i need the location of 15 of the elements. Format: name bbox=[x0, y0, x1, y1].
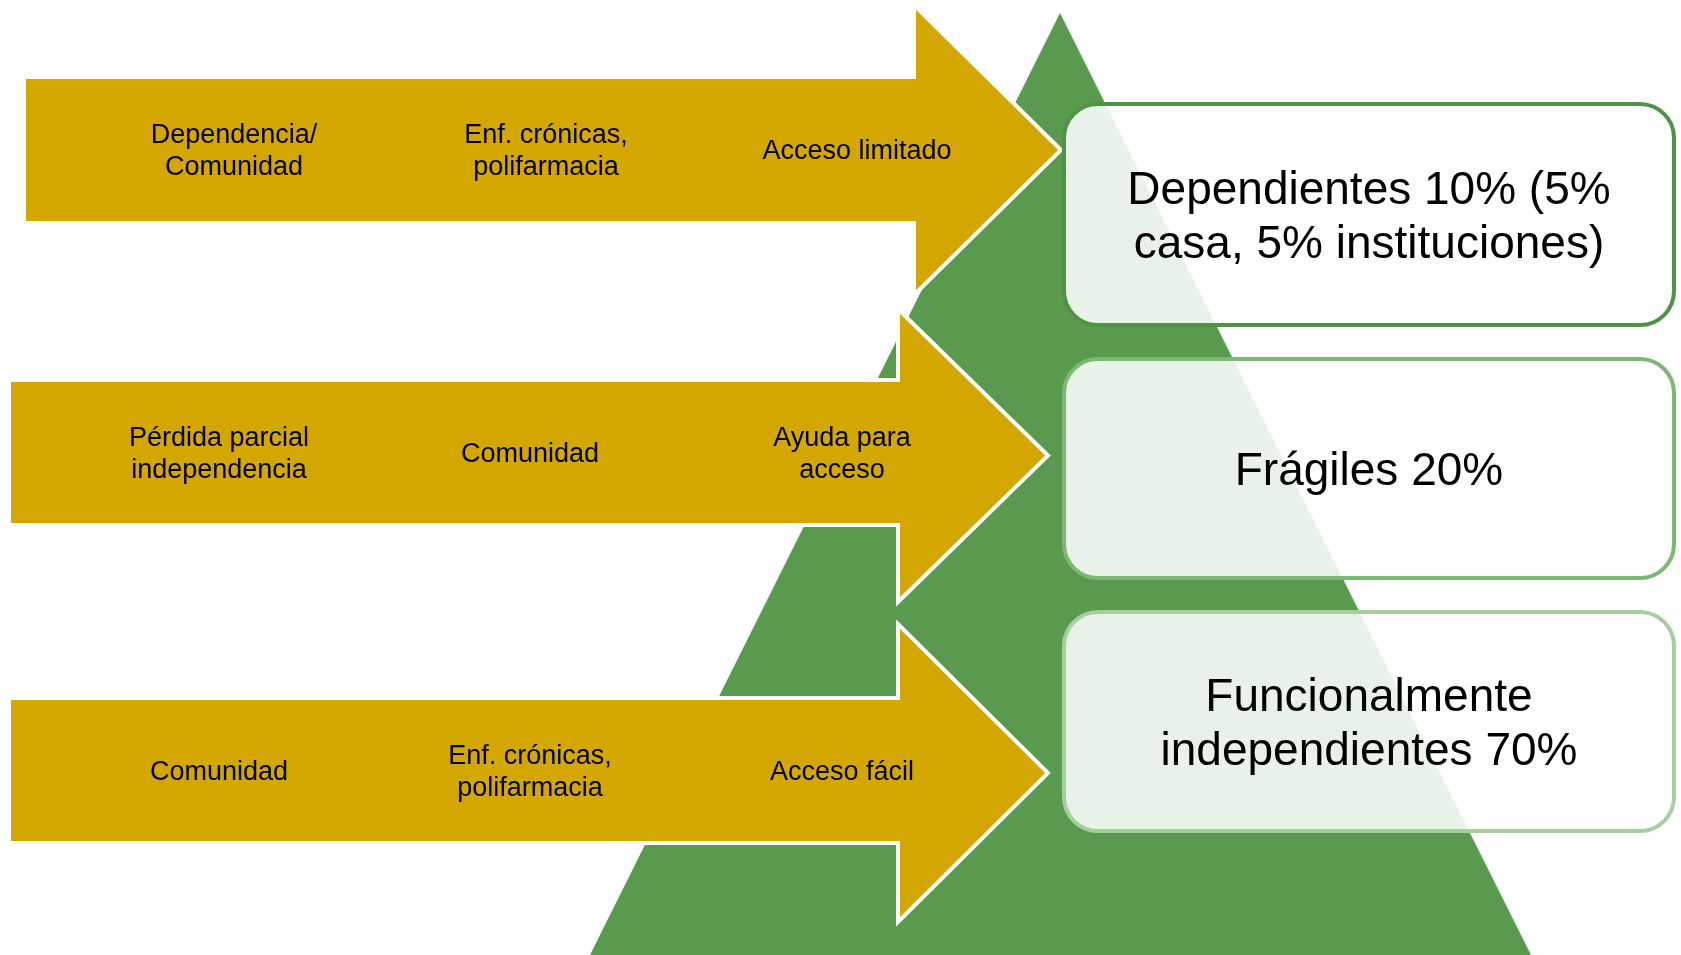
arrow-label: Enf. crónicas, polifarmacia bbox=[447, 738, 613, 803]
arrow-label: Acceso limitado bbox=[761, 134, 953, 166]
category-box bbox=[1062, 610, 1676, 833]
arrow-label: Dependencia/ Comunidad bbox=[149, 118, 319, 182]
category-label: Dependientes 10% (5% casa, 5% instituciones) bbox=[1126, 160, 1612, 269]
arrow-label: Comunidad bbox=[148, 754, 290, 787]
arrow-label: Enf. crónicas, polifarmacia bbox=[463, 118, 629, 182]
arrow-label: Ayuda para acceso bbox=[772, 420, 912, 485]
arrow-label: Acceso fácil bbox=[768, 754, 916, 787]
arrow-label: Pérdida parcial independencia bbox=[127, 420, 311, 485]
arrow-label: Comunidad bbox=[459, 436, 601, 469]
category-label: Frágiles 20% bbox=[1233, 441, 1505, 496]
category-label: Funcionalmente independientes 70% bbox=[1159, 667, 1579, 776]
category-box bbox=[1062, 102, 1676, 327]
category-box bbox=[1062, 357, 1676, 580]
